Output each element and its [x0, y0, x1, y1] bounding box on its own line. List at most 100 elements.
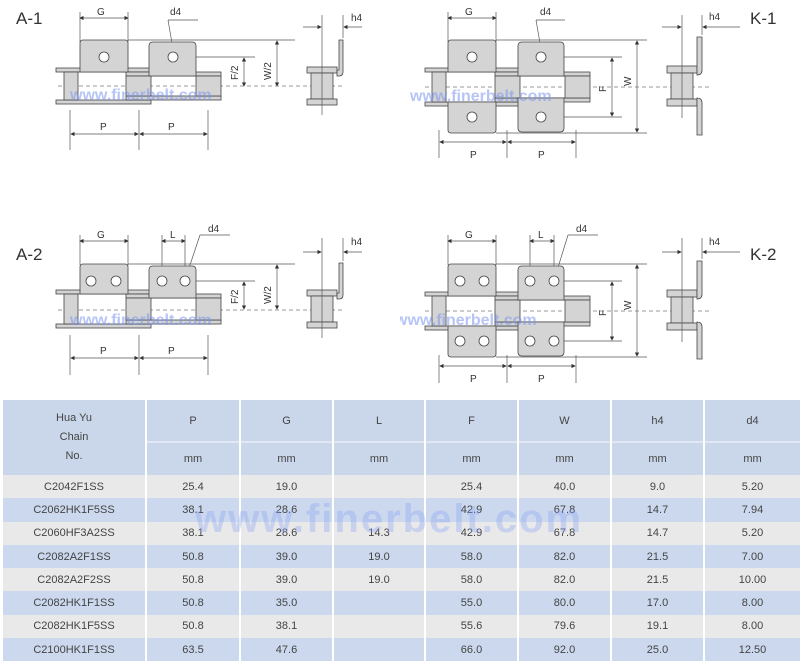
diagram-k2: K-2 G L d4 h4 F W P P	[400, 210, 800, 390]
chain-no-cell: C2100HK1F1SS	[3, 638, 147, 662]
diagram-k1: K-1 G d4 h4 F W P P www.finerbelt.co	[400, 0, 800, 170]
value-cell-g: 39.0	[240, 544, 334, 569]
value-cell-p: 38.1	[146, 498, 241, 522]
value-cell-f: 58.0	[425, 568, 519, 592]
label-p: P	[538, 150, 545, 161]
unit-cell: mm	[704, 441, 800, 475]
label-h4: h4	[351, 237, 363, 248]
label-p: P	[100, 346, 107, 357]
label-p: P	[470, 150, 477, 161]
chain-no-cell: C2082A2F2SS	[3, 568, 147, 592]
value-cell-p: 63.5	[146, 638, 241, 662]
label-f: F	[598, 86, 609, 92]
value-cell-h4: 14.7	[611, 498, 705, 522]
unit-cell: mm	[333, 441, 426, 475]
value-cell-d4: 7.94	[704, 498, 800, 522]
value-cell-h4: 25.0	[611, 638, 705, 662]
label-d4: d4	[208, 224, 220, 235]
diagram-a2-drawing: A-2 G L d4 h4 F/2 W/2 P P www.finerbelt.…	[16, 224, 363, 375]
value-cell-p: 38.1	[146, 521, 241, 545]
value-cell-f: 25.4	[425, 475, 519, 499]
value-cell-h4: 14.7	[611, 521, 705, 545]
value-cell-w: 67.8	[518, 498, 612, 522]
value-cell-d4: 10.00	[704, 568, 800, 592]
label-w: W/2	[263, 286, 274, 304]
value-cell-w: 80.0	[518, 591, 612, 615]
unit-cell: mm	[518, 441, 612, 475]
chain-no-cell: C2082HK1F5SS	[3, 614, 147, 639]
label-d4: d4	[576, 224, 588, 235]
value-cell-f: 58.0	[425, 544, 519, 569]
label-d4: d4	[540, 7, 552, 18]
chain-no-cell: C2062HK1F5SS	[3, 498, 147, 522]
value-cell-w: 79.6	[518, 614, 612, 639]
value-cell-l	[333, 614, 426, 639]
value-cell-l: 14.3	[333, 521, 426, 545]
label-p: P	[168, 346, 175, 357]
label-w: W	[623, 300, 634, 310]
watermark: www.finerbelt.com	[400, 312, 537, 329]
diagram-title: K-2	[750, 245, 776, 264]
value-cell-g: 28.6	[240, 498, 334, 522]
label-g: G	[465, 7, 473, 18]
chain-header-line: Hua Yu	[56, 412, 92, 424]
value-cell-h4: 19.1	[611, 614, 705, 639]
table-units-row: mm mm mm mm mm mm mm	[3, 441, 800, 475]
table-header-row: Hua Yu Chain No. P G L F W h4 d4	[3, 400, 800, 475]
diagram-k1-drawing: K-1 G d4 h4 F W P P www.finerbelt.co	[409, 7, 776, 161]
value-cell-d4: 12.50	[704, 638, 800, 662]
value-cell-w: 92.0	[518, 638, 612, 662]
value-cell-d4: 8.00	[704, 614, 800, 639]
diagram-a2: A-2 G L d4 h4 F/2 W/2 P P www.finerbelt.…	[0, 210, 400, 380]
label-f: F/2	[230, 65, 241, 80]
diagram-k2-drawing: K-2 G L d4 h4 F W P P	[400, 224, 776, 385]
label-l: L	[170, 230, 176, 241]
diagram-title: A-1	[16, 9, 42, 28]
label-p: P	[538, 374, 545, 385]
unit-cell: mm	[240, 441, 334, 475]
diagram-a1: A-1 G d4 h4 F/2 W/2 P P	[0, 0, 400, 160]
value-cell-d4: 5.20	[704, 475, 800, 499]
label-h4: h4	[709, 237, 721, 248]
column-header: h4	[611, 400, 705, 442]
unit-cell: mm	[146, 441, 241, 475]
label-f: F/2	[230, 289, 241, 304]
label-w: W	[623, 76, 634, 86]
chain-no-cell: C2042F1SS	[3, 475, 147, 499]
label-w: W/2	[263, 62, 274, 80]
value-cell-f: 42.9	[425, 521, 519, 545]
chain-header-line: Chain	[59, 431, 89, 443]
chain-header-line: No.	[65, 450, 83, 462]
watermark: www.finerbelt.com	[69, 312, 212, 329]
value-cell-l	[333, 498, 426, 522]
value-cell-w: 82.0	[518, 568, 612, 592]
label-p: P	[470, 374, 477, 385]
unit-cell: mm	[611, 441, 705, 475]
value-cell-w: 82.0	[518, 544, 612, 569]
value-cell-g: 28.6	[240, 521, 334, 545]
value-cell-p: 50.8	[146, 591, 241, 615]
value-cell-l	[333, 638, 426, 662]
label-d4: d4	[170, 7, 182, 18]
column-header: W	[518, 400, 612, 442]
column-header: P	[146, 400, 241, 442]
spec-table: Hua Yu Chain No. P G L F W h4 d4 mm mm m…	[3, 400, 800, 662]
watermark: www.finerbelt.com	[409, 88, 552, 105]
value-cell-f: 55.0	[425, 591, 519, 615]
label-l: L	[538, 230, 544, 241]
value-cell-g: 47.6	[240, 638, 334, 662]
diagram-a1-drawing: A-1 G d4 h4 F/2 W/2 P P	[16, 7, 363, 150]
label-g: G	[465, 230, 473, 241]
column-header: d4	[704, 400, 800, 442]
diagram-title: A-2	[16, 245, 42, 264]
value-cell-w: 67.8	[518, 521, 612, 545]
value-cell-d4: 8.00	[704, 591, 800, 615]
value-cell-g: 39.0	[240, 568, 334, 592]
value-cell-f: 66.0	[425, 638, 519, 662]
value-cell-l	[333, 591, 426, 615]
value-cell-f: 55.6	[425, 614, 519, 639]
value-cell-g: 35.0	[240, 591, 334, 615]
